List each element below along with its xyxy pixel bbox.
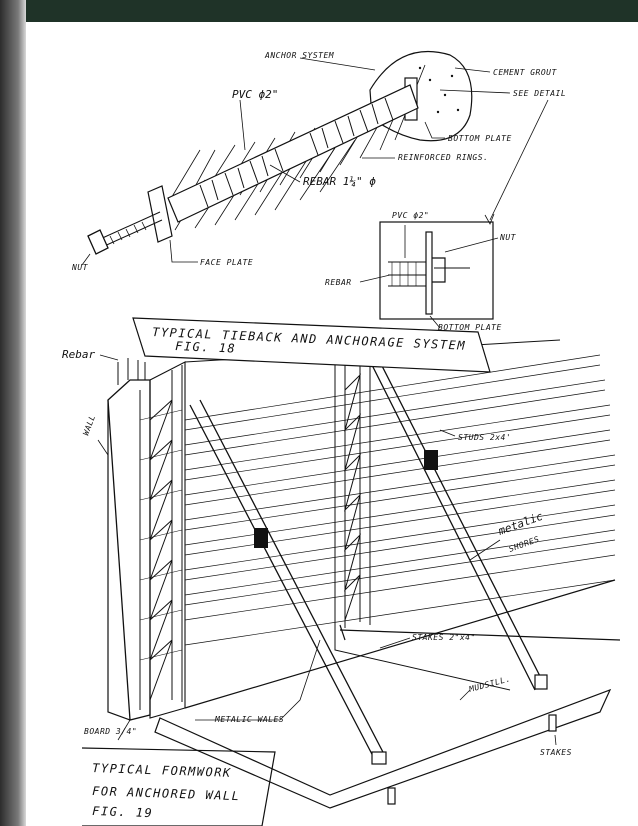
wall-rebar [117,358,146,385]
label-nut-left: NUT [71,263,89,272]
label-metalic-wales: METALIC WALES [214,715,284,724]
label-board: BOARD 3/4" [84,727,137,736]
label-pvc-top: PVC ϕ2" [232,88,278,101]
detail-nut [432,257,446,283]
face-plate [147,185,173,243]
stake [534,674,548,690]
label-studs: STUDS 2x4' [458,433,511,442]
label-stakes-bottom: STAKES [540,748,572,757]
studs [184,354,616,646]
label-detail-bottom-plate: BOTTOM PLATE [438,323,502,332]
fig18-caption-number: FIG. 18 [175,339,237,356]
nut [87,229,109,255]
mudsill [154,624,621,809]
label-reinforced-rings: REINFORCED RINGS. [398,153,488,162]
label-rebar-main: REBAR 1¼" ϕ [303,175,376,188]
grout-dots [418,66,460,114]
grout-bulb [369,51,473,142]
anchor-diagram [81,51,549,266]
label-metalic-shores-1: metalic [496,510,545,539]
stake [387,787,396,805]
label-stakes-mid: STAKES 2"x4" [412,633,476,642]
detail-bottom-plate [425,231,433,315]
rebar-thread [97,211,163,249]
label-wall: WALL [81,414,97,437]
fig19-caption-box [81,747,276,826]
reinforced-rings [199,97,394,208]
label-anchor-system: ANCHOR SYSTEM [264,51,335,60]
label-face-plate: FACE PLATE [200,258,253,267]
label-detail-rebar: REBAR [325,278,352,287]
label-mudsill: MUDSILL. [467,674,511,694]
detail-box [359,221,499,329]
scan-top-edge [0,0,638,22]
fig19-caption-number: FIG. 19 [92,804,154,820]
label-see-detail: SEE DETAIL [513,89,566,98]
stake [371,751,387,765]
metalic-wales [139,358,371,712]
fig19-caption-title: TYPICAL FORMWORK [92,761,232,780]
fig18-caption-box [132,317,491,373]
label-detail-pvc: PVC ϕ2" [392,211,429,220]
label-cement-grout: CEMENT GROUT [493,68,557,77]
fig19-caption-subtitle: FOR ANCHORED WALL [92,784,241,803]
label-metalic-shores-2: SHORES [508,535,541,554]
concrete-wall [107,379,151,721]
label-detail-nut: NUT [499,233,517,242]
stake [548,714,557,732]
label-bottom-plate-top: BOTTOM PLATE [448,134,512,143]
scan-binding-edge [0,0,26,826]
label-rebar-wall: Rebar [62,348,95,361]
formwork-diagram [97,339,621,809]
